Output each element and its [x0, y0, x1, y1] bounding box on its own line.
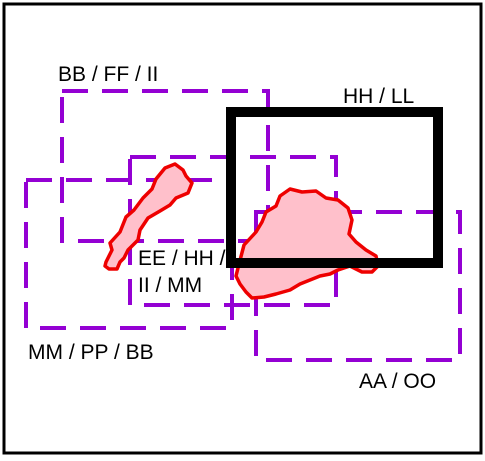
thick-box-hh-ll	[226, 107, 443, 268]
dashed-box-bb-ff-ii	[60, 89, 270, 243]
label-aa-oo: AA / OO	[359, 370, 436, 393]
region-left	[103, 162, 194, 271]
region-right	[234, 187, 380, 300]
label-ee-hh-line1: EE / HH /	[138, 247, 226, 270]
dashed-box-aa-oo	[254, 210, 462, 362]
label-bb-ff-ii: BB / FF / II	[58, 63, 158, 86]
outer-frame	[2, 2, 483, 455]
label-ee-hh-line2: II / MM	[138, 274, 202, 297]
label-mm-pp-bb: MM / PP / BB	[28, 341, 154, 364]
label-hh-ll: HH / LL	[343, 85, 414, 108]
